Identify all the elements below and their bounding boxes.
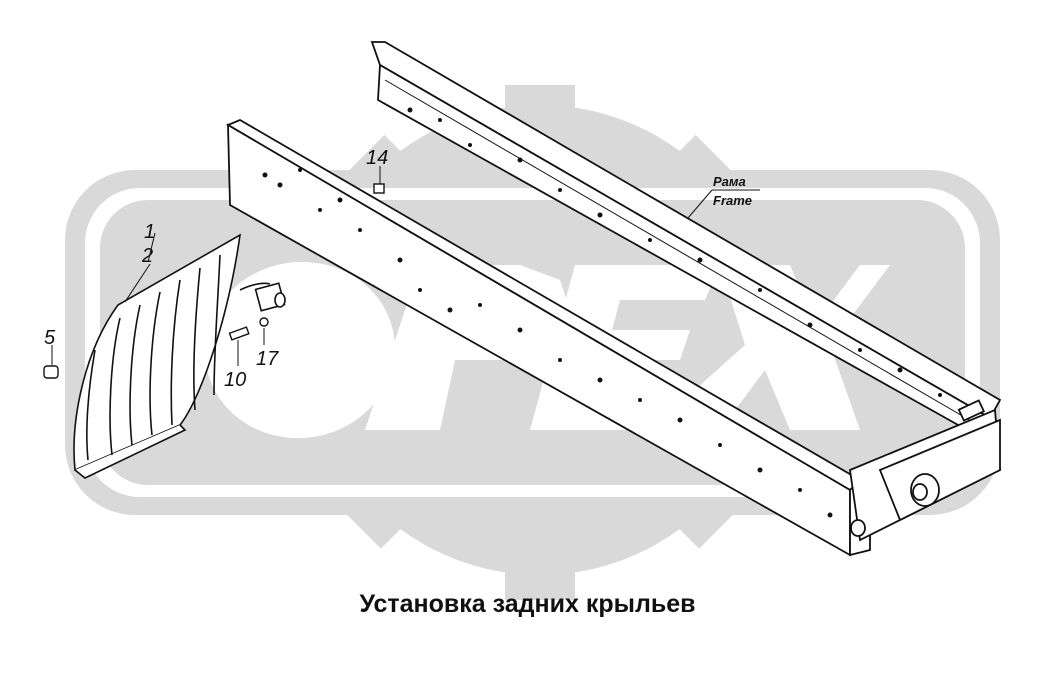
callout-17: 17 — [256, 348, 279, 370]
callout-2: 2 — [141, 245, 153, 267]
callout-10: 10 — [224, 369, 246, 391]
callout-5: 5 — [44, 327, 56, 349]
nut-14 — [373, 183, 385, 194]
rear-fender — [73, 233, 242, 479]
frame-label-en: Frame — [713, 193, 752, 208]
bolt-10 — [228, 326, 250, 341]
watermark-letter-o — [205, 261, 395, 439]
fender-bracket — [239, 282, 286, 312]
frame-label-ru: Рама — [713, 174, 746, 189]
callout-14: 14 — [366, 147, 388, 169]
rivet-holes — [262, 107, 942, 518]
frame-rail-rear — [370, 41, 1002, 442]
cap-5 — [43, 365, 59, 379]
leader-lines — [51, 166, 760, 366]
callout-1: 1 — [144, 221, 155, 243]
washer-17 — [259, 317, 269, 327]
diagram-caption: Установка задних крыльев — [359, 590, 696, 618]
cross-member — [849, 399, 1001, 542]
